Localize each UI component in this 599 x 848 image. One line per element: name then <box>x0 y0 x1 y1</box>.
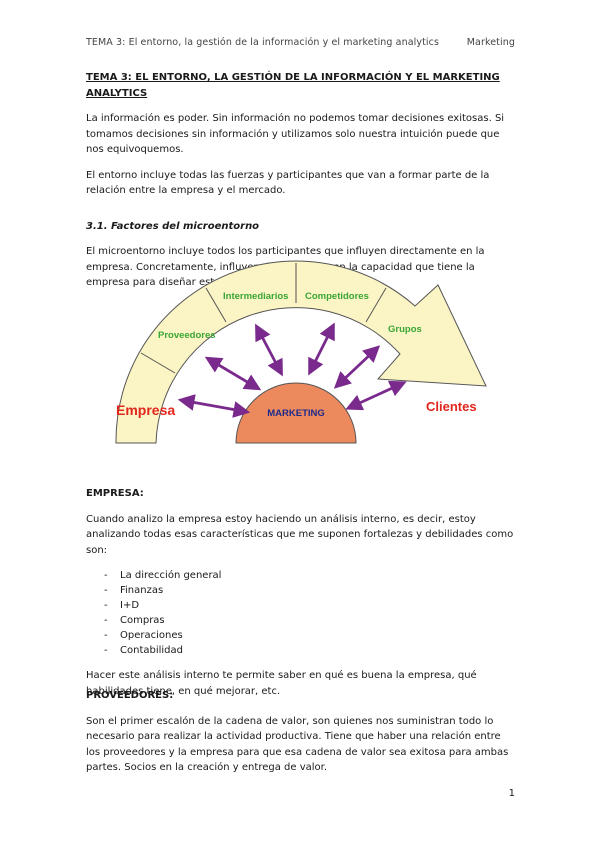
arrow-intermediarios <box>255 323 283 377</box>
subsection-title: 3.1. Factores del microentorno <box>86 220 260 232</box>
empresa-paragraph-2: Hacer este análisis interno te permite s… <box>86 670 477 697</box>
proveedores-paragraph: Son el primer escalón de la cadena de va… <box>86 715 509 774</box>
arc-divider <box>205 287 227 323</box>
arrow-grupos <box>333 345 381 389</box>
list-item: La dirección general <box>86 568 516 584</box>
empresa-section: EMPRESA: Cuando analizo la empresa estoy… <box>86 486 516 709</box>
header-right: Marketing <box>466 37 515 48</box>
proveedores-section: PROVEEDORES: Son el primer escalón de la… <box>86 688 516 786</box>
label-intermediarios: Intermediarios <box>223 291 288 302</box>
intro-paragraph-1: La información es poder. Sin información… <box>86 113 505 155</box>
intro-paragraph-2: El entorno incluye todas las fuerzas y p… <box>86 169 490 197</box>
list-item: Operaciones <box>86 628 516 644</box>
label-competidores: Competidores <box>305 291 369 302</box>
label-empresa: Empresa <box>116 402 175 418</box>
arrow-empresa <box>177 394 251 418</box>
microentorno-diagram: Empresa Proveedores Intermediarios Compe… <box>115 260 487 444</box>
arc-divider <box>140 352 176 374</box>
label-marketing: MARKETING <box>267 408 325 419</box>
empresa-paragraph: Cuando analizo la empresa estoy haciendo… <box>86 513 514 556</box>
empresa-heading: EMPRESA: <box>86 488 144 499</box>
arc-divider <box>365 287 387 323</box>
arc-band <box>115 260 487 444</box>
arrow-proveedores <box>204 356 262 391</box>
label-clientes: Clientes <box>426 399 477 414</box>
empresa-list: La dirección general Finanzas I+D Compra… <box>86 568 516 659</box>
proveedores-heading: PROVEEDORES: <box>86 690 174 701</box>
list-item: Contabilidad <box>86 643 516 659</box>
list-item: Finanzas <box>86 583 516 599</box>
label-proveedores: Proveedores <box>158 330 216 341</box>
list-item: Compras <box>86 613 516 629</box>
arrow-clientes <box>345 380 407 411</box>
label-grupos: Grupos <box>388 324 422 335</box>
page-number: 1 <box>508 788 515 799</box>
page-title: TEMA 3: EL ENTORNO, LA GESTIÓN DE LA INF… <box>86 72 500 99</box>
list-item: I+D <box>86 598 516 614</box>
arrow-competidores <box>308 322 335 376</box>
header-left: TEMA 3: El entorno, la gestión de la inf… <box>86 37 440 48</box>
